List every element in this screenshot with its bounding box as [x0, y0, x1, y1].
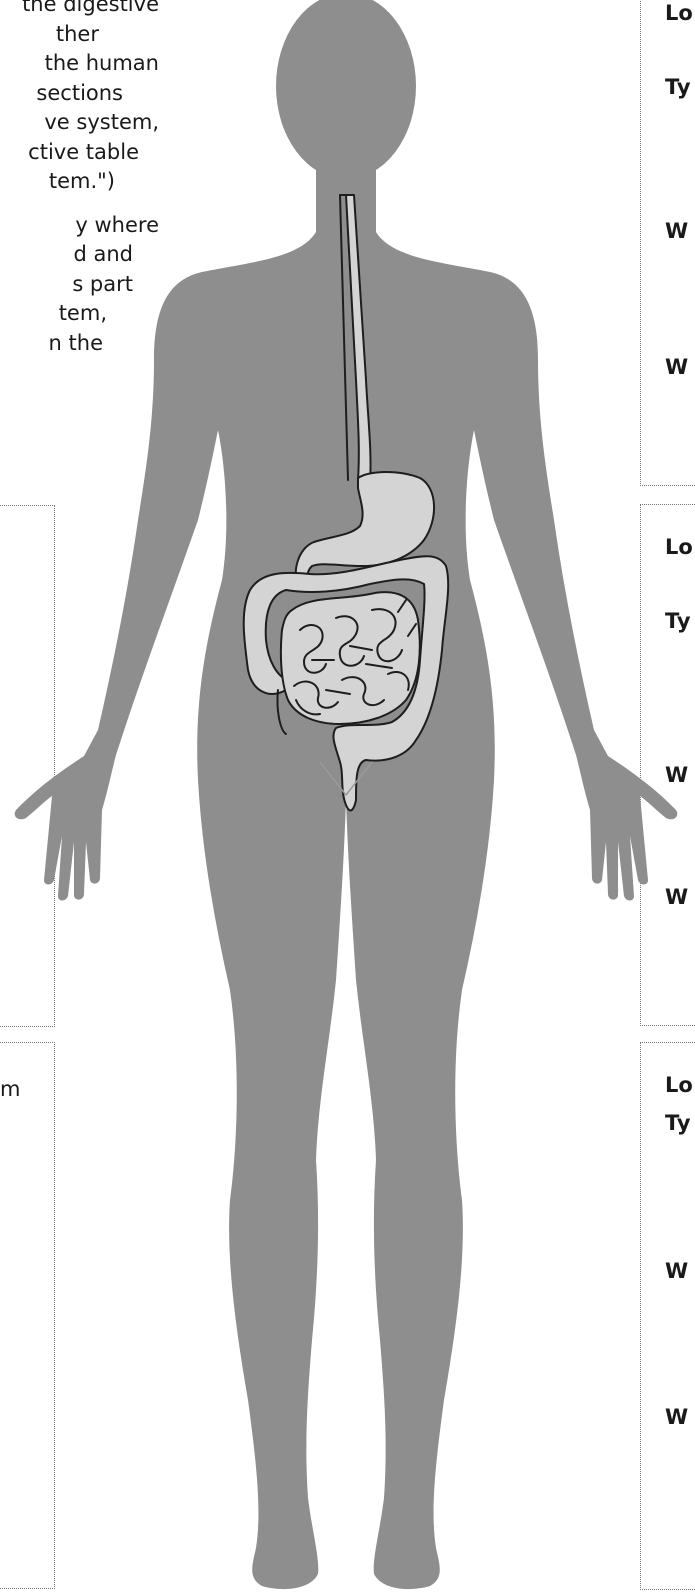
human-silhouette-diagram — [0, 0, 695, 1594]
